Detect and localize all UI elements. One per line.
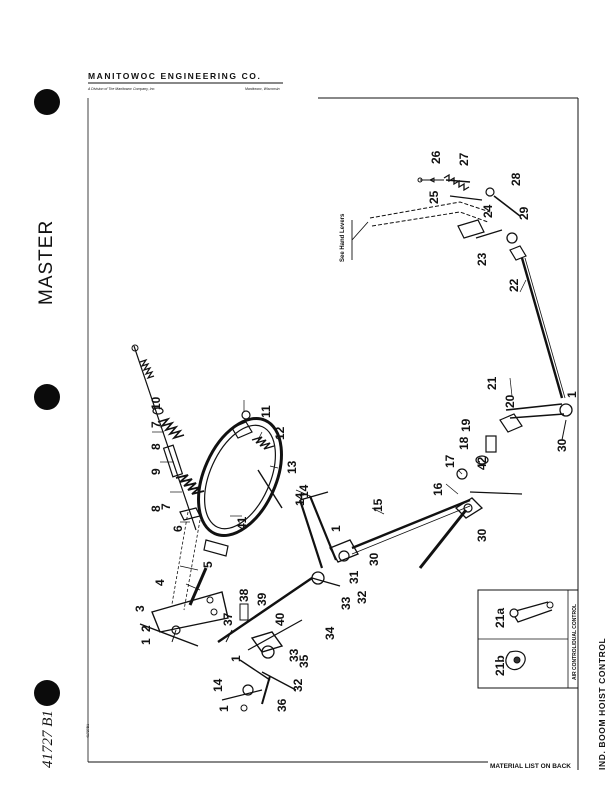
part-label: 1 bbox=[329, 525, 343, 532]
part-label: 13 bbox=[285, 460, 299, 474]
part-label: 26 bbox=[429, 150, 443, 164]
part-label: 12 bbox=[273, 426, 287, 440]
part-label: 35 bbox=[297, 654, 311, 668]
part-label: 39 bbox=[255, 592, 269, 606]
part-label: 32 bbox=[355, 590, 369, 604]
part-label: 29 bbox=[517, 206, 531, 220]
part-label: 25 bbox=[427, 190, 441, 204]
part-label: 19 bbox=[459, 418, 473, 432]
company-location: Manitowoc, Wisconsin bbox=[245, 87, 280, 91]
inset-label-21b: 21b bbox=[493, 655, 507, 676]
part-label: 8 bbox=[149, 443, 163, 450]
part-label: 20 bbox=[503, 394, 517, 408]
part-label: 21 bbox=[485, 376, 499, 390]
see-hand-levers-note: See Hand Levers bbox=[340, 213, 346, 262]
part-label: 7 bbox=[149, 421, 163, 428]
part-label: 42 bbox=[475, 456, 489, 470]
company-title: MANITOWOC ENGINEERING CO. bbox=[88, 71, 262, 81]
part-label: 8 bbox=[149, 505, 163, 512]
part-label: 16 bbox=[431, 482, 445, 496]
part-label: 40 bbox=[273, 612, 287, 626]
binder-hole-bottom bbox=[34, 680, 60, 706]
footer-note: MATERIAL LIST ON BACK bbox=[490, 763, 572, 770]
part-label: 14 bbox=[211, 678, 225, 692]
part-label: 27 bbox=[457, 152, 471, 166]
part-label: 1 bbox=[565, 391, 579, 398]
part-label: 18 bbox=[457, 436, 471, 450]
part-label: 5 bbox=[201, 561, 215, 568]
part-label: 1 bbox=[229, 655, 243, 662]
part-label: 3 bbox=[133, 605, 147, 612]
part-label: 17 bbox=[443, 454, 457, 468]
inset-caption: AIR CONTROL/DUAL CONTROL bbox=[572, 604, 578, 680]
part-label: 14 bbox=[293, 492, 307, 506]
part-label: 2 bbox=[139, 625, 153, 632]
binder-hole-top bbox=[34, 89, 60, 115]
part-label: 11 bbox=[259, 405, 273, 418]
part-label: 34 bbox=[323, 626, 337, 640]
part-label: 10 bbox=[149, 396, 163, 410]
part-label: 30 bbox=[555, 438, 569, 452]
binder-hole-middle bbox=[34, 384, 60, 410]
part-label: 9 bbox=[149, 468, 163, 475]
part-label: 33 bbox=[339, 596, 353, 610]
part-label: 24 bbox=[481, 204, 495, 218]
part-label: 38 bbox=[237, 588, 251, 602]
company-subtitle: A Division of The Manitowoc Company, Inc… bbox=[88, 87, 156, 91]
part-label: 30 bbox=[367, 552, 381, 566]
part-label: 1 bbox=[217, 705, 231, 712]
part-label: 4 bbox=[153, 579, 167, 586]
part-label: 36 bbox=[275, 698, 289, 712]
inset-label-21a: 21a bbox=[493, 608, 507, 628]
part-label: 15 bbox=[371, 498, 385, 512]
part-label: 7 bbox=[159, 503, 173, 510]
part-label: 30 bbox=[475, 528, 489, 542]
part-label: 33 bbox=[287, 648, 301, 662]
part-label: 28 bbox=[509, 172, 523, 186]
part-label: 41 bbox=[235, 516, 249, 530]
part-label: 1 bbox=[139, 638, 153, 645]
part-label: 32 bbox=[291, 678, 305, 692]
part-label: 37 bbox=[221, 612, 235, 626]
part-label: 31 bbox=[347, 570, 361, 584]
part-label: 6 bbox=[171, 525, 185, 532]
part-label: 22 bbox=[507, 278, 521, 292]
part-label: 23 bbox=[475, 252, 489, 266]
part-label: 14 bbox=[297, 484, 311, 498]
